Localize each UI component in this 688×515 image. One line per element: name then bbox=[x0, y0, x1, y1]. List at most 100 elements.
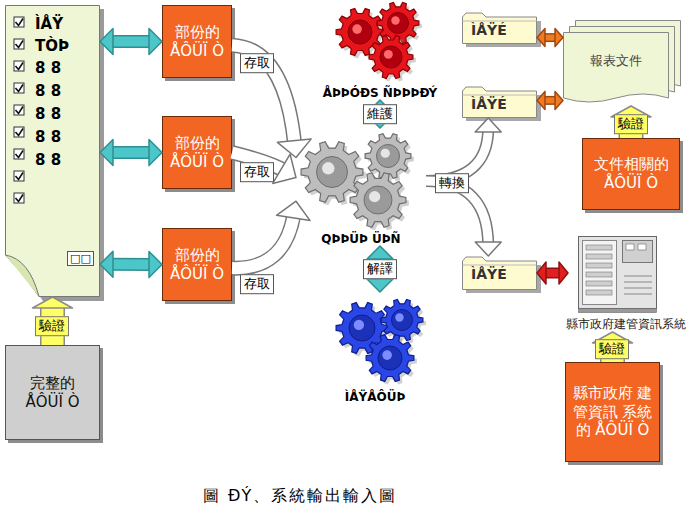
edge-label: 解譯 bbox=[363, 259, 397, 279]
check-mark bbox=[16, 107, 24, 114]
node-text: □□ bbox=[67, 251, 94, 266]
gear-symbol bbox=[369, 36, 413, 79]
folder-node: ÌÅŸÉ bbox=[462, 12, 537, 44]
gear-hub bbox=[388, 13, 409, 34]
gear-highlight bbox=[369, 191, 380, 202]
process-box: 完整的 ÅÔÜÏ Ò bbox=[5, 345, 100, 440]
node-text: 8 8 bbox=[35, 128, 61, 146]
check-mark bbox=[16, 19, 24, 26]
edge-label: 維護 bbox=[363, 104, 397, 124]
document-outline bbox=[6, 6, 100, 297]
edge-label: 存取 bbox=[240, 274, 274, 294]
arrow-head bbox=[555, 29, 563, 47]
arrow-shaft bbox=[232, 214, 294, 268]
gear-highlight bbox=[352, 24, 362, 34]
process-box: 文件相關的 ÅÔÜÏ Ò bbox=[582, 138, 680, 210]
drive-bay bbox=[586, 245, 612, 250]
folder-line bbox=[463, 95, 537, 96]
arrow-outline bbox=[232, 45, 295, 145]
report-page bbox=[564, 33, 669, 103]
drive-bay bbox=[586, 272, 612, 277]
check-mark bbox=[16, 173, 24, 180]
node-text: ÌÅŸÉ bbox=[471, 22, 507, 38]
checkbox-symbol bbox=[14, 39, 24, 49]
connector-arrow bbox=[426, 118, 501, 181]
arrow-outline bbox=[110, 146, 153, 159]
arrow-head bbox=[555, 91, 563, 109]
gear-highlight bbox=[381, 149, 390, 158]
edge-label: 存取 bbox=[240, 162, 274, 182]
gear-symbol bbox=[301, 142, 363, 203]
server-vent bbox=[624, 276, 652, 294]
arrow-outline bbox=[110, 258, 153, 271]
arrow-head bbox=[475, 242, 501, 256]
edge-label: 驗證 bbox=[614, 114, 648, 134]
document-fold bbox=[6, 255, 40, 297]
gear-highlight bbox=[391, 16, 399, 24]
box-label: 部份的 ÅÔÜÏ Ò bbox=[169, 23, 225, 61]
gear-node: ÌÅŸÅÔÜÞ bbox=[310, 292, 440, 404]
arrow-head bbox=[149, 140, 162, 166]
arrow-head bbox=[33, 297, 73, 308]
node-text: 部份的 ÅÔÜÏ Ò bbox=[169, 246, 225, 284]
node-text: 部份的 ÅÔÜÏ Ò bbox=[169, 23, 225, 61]
box-label: 部份的 ÅÔÜÏ Ò bbox=[169, 246, 225, 284]
node-text: 文件相關的 ÅÔÜÏ Ò bbox=[589, 155, 673, 193]
arrow-head bbox=[559, 262, 568, 284]
gear-hub bbox=[348, 20, 372, 44]
drive-bay bbox=[586, 281, 612, 286]
box-label: 文件相關的 ÅÔÜÏ Ò bbox=[589, 155, 673, 193]
check-mark bbox=[16, 195, 24, 202]
arrow-head bbox=[277, 139, 311, 158]
figure-caption: 圖 ÐÝ、系統輸出輸入圖 bbox=[0, 486, 600, 507]
connector-arrow bbox=[33, 297, 73, 345]
server-base bbox=[579, 309, 657, 313]
node-text: TÒÞ bbox=[35, 37, 69, 55]
connector-arrow bbox=[593, 332, 633, 362]
arrow-shaft bbox=[232, 45, 295, 145]
arrow-head bbox=[273, 154, 296, 183]
arrow-head bbox=[537, 29, 545, 47]
edge-label: 存取 bbox=[240, 53, 274, 73]
computer-node: 縣市政府建管資訊系統 bbox=[568, 236, 684, 332]
arrow-head bbox=[149, 252, 162, 278]
check-mark bbox=[16, 151, 24, 158]
process-box: 部份的 ÅÔÜÏ Ò bbox=[162, 5, 232, 78]
checkbox-symbol bbox=[14, 171, 24, 181]
process-box: 縣市政府 建管資訊 系統的 ÅÔÜÏ Ò bbox=[565, 362, 660, 462]
arrow-outline bbox=[232, 214, 294, 268]
arrow-head bbox=[537, 262, 546, 284]
folder-outline bbox=[463, 13, 537, 44]
checkbox-symbol bbox=[14, 105, 24, 115]
connector-arrow bbox=[232, 153, 296, 184]
node-text: 縣市政府建管資訊系統 bbox=[566, 317, 686, 332]
node-text: 8 8 bbox=[35, 59, 61, 77]
checkbox-symbol bbox=[14, 127, 24, 137]
check-mark bbox=[16, 63, 24, 70]
checkbox-symbol bbox=[14, 61, 24, 71]
process-box: 部份的 ÅÔÜÏ Ò bbox=[162, 228, 232, 301]
folder-line bbox=[463, 21, 537, 22]
connector-arrow bbox=[232, 201, 310, 268]
arrow-shaft bbox=[110, 148, 153, 158]
arrow-head bbox=[475, 118, 501, 132]
gear-highlight bbox=[382, 350, 392, 360]
connector-arrow bbox=[537, 91, 563, 109]
gear-hub bbox=[392, 310, 413, 331]
gear-highlight bbox=[395, 313, 403, 321]
box-label: 縣市政府 建管資訊 系統的 ÅÔÜÏ Ò bbox=[572, 384, 653, 440]
gear-symbol bbox=[381, 300, 423, 341]
node-text: ÌÅŸ bbox=[35, 15, 63, 33]
server-button bbox=[638, 244, 646, 250]
drive-bay bbox=[586, 254, 612, 259]
edge-label: 驗證 bbox=[35, 316, 69, 336]
node-text: 報表文件 bbox=[563, 52, 669, 70]
edge-label: 轉換 bbox=[435, 173, 469, 193]
arrow-head bbox=[537, 91, 545, 109]
gear-hub bbox=[349, 315, 375, 341]
connector-arrow bbox=[100, 251, 162, 277]
server-button bbox=[626, 244, 634, 250]
gear-symbol bbox=[366, 335, 414, 382]
edge-label: 驗證 bbox=[595, 339, 629, 359]
